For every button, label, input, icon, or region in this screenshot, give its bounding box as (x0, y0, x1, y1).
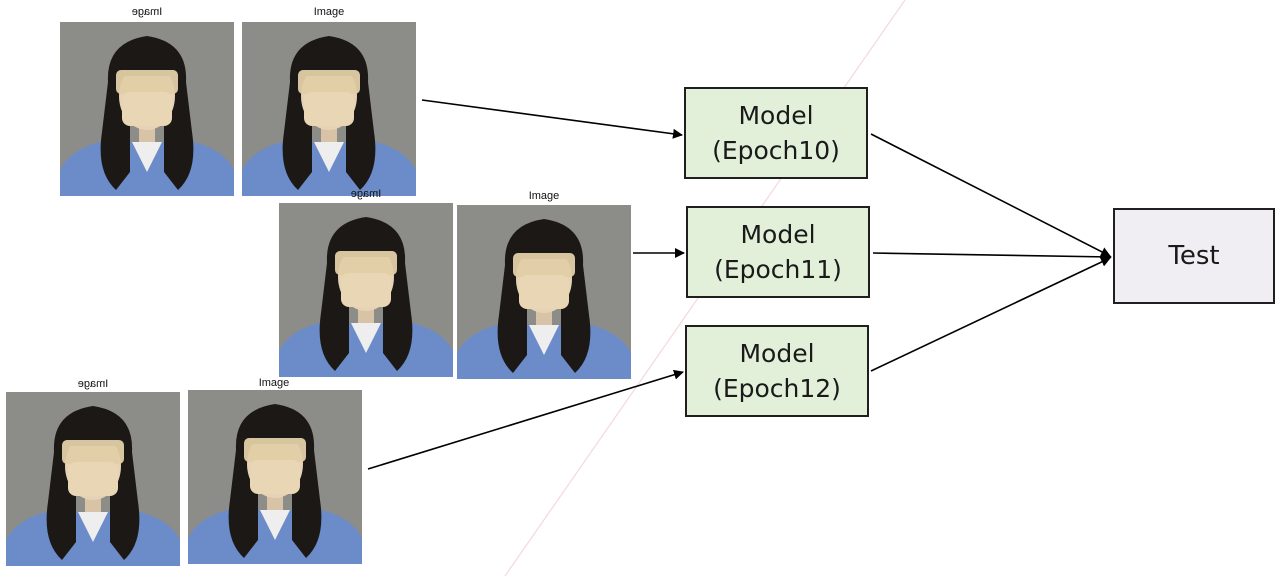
model-epoch-label: (Epoch10) (712, 136, 840, 165)
image-pair-1: Image Image (0, 0, 420, 200)
arrow-model12-to-test (870, 257, 1111, 372)
portrait-image (242, 22, 416, 196)
image-pair-2: Image Image (0, 0, 640, 380)
arrow-model10-to-test (870, 133, 1111, 257)
portrait-image (188, 390, 362, 564)
image-caption: Image (313, 6, 345, 18)
arrow-model11-to-test (872, 251, 1112, 262)
image-caption: Image (528, 190, 560, 202)
model-box-epoch12: Model (Epoch12) (685, 325, 869, 417)
test-label: Test (1168, 241, 1220, 271)
model-label: Model (739, 339, 815, 368)
test-box: Test (1113, 208, 1275, 304)
model-epoch-label: (Epoch11) (714, 255, 842, 284)
model-epoch-label: (Epoch12) (713, 374, 841, 403)
image-caption: Image (258, 377, 290, 389)
image-pair-3: Image Image (0, 0, 380, 576)
arrow-images1-to-model10 (421, 99, 683, 139)
model-label: Model (738, 101, 814, 130)
portrait-image (60, 22, 234, 196)
portrait-image (279, 203, 453, 377)
model-box-epoch10: Model (Epoch10) (684, 87, 868, 179)
portrait-image (457, 205, 631, 379)
model-box-epoch11: Model (Epoch11) (686, 206, 870, 298)
portrait-image (6, 392, 180, 566)
arrow-images3-to-model12 (367, 369, 684, 470)
model-label: Model (740, 220, 816, 249)
